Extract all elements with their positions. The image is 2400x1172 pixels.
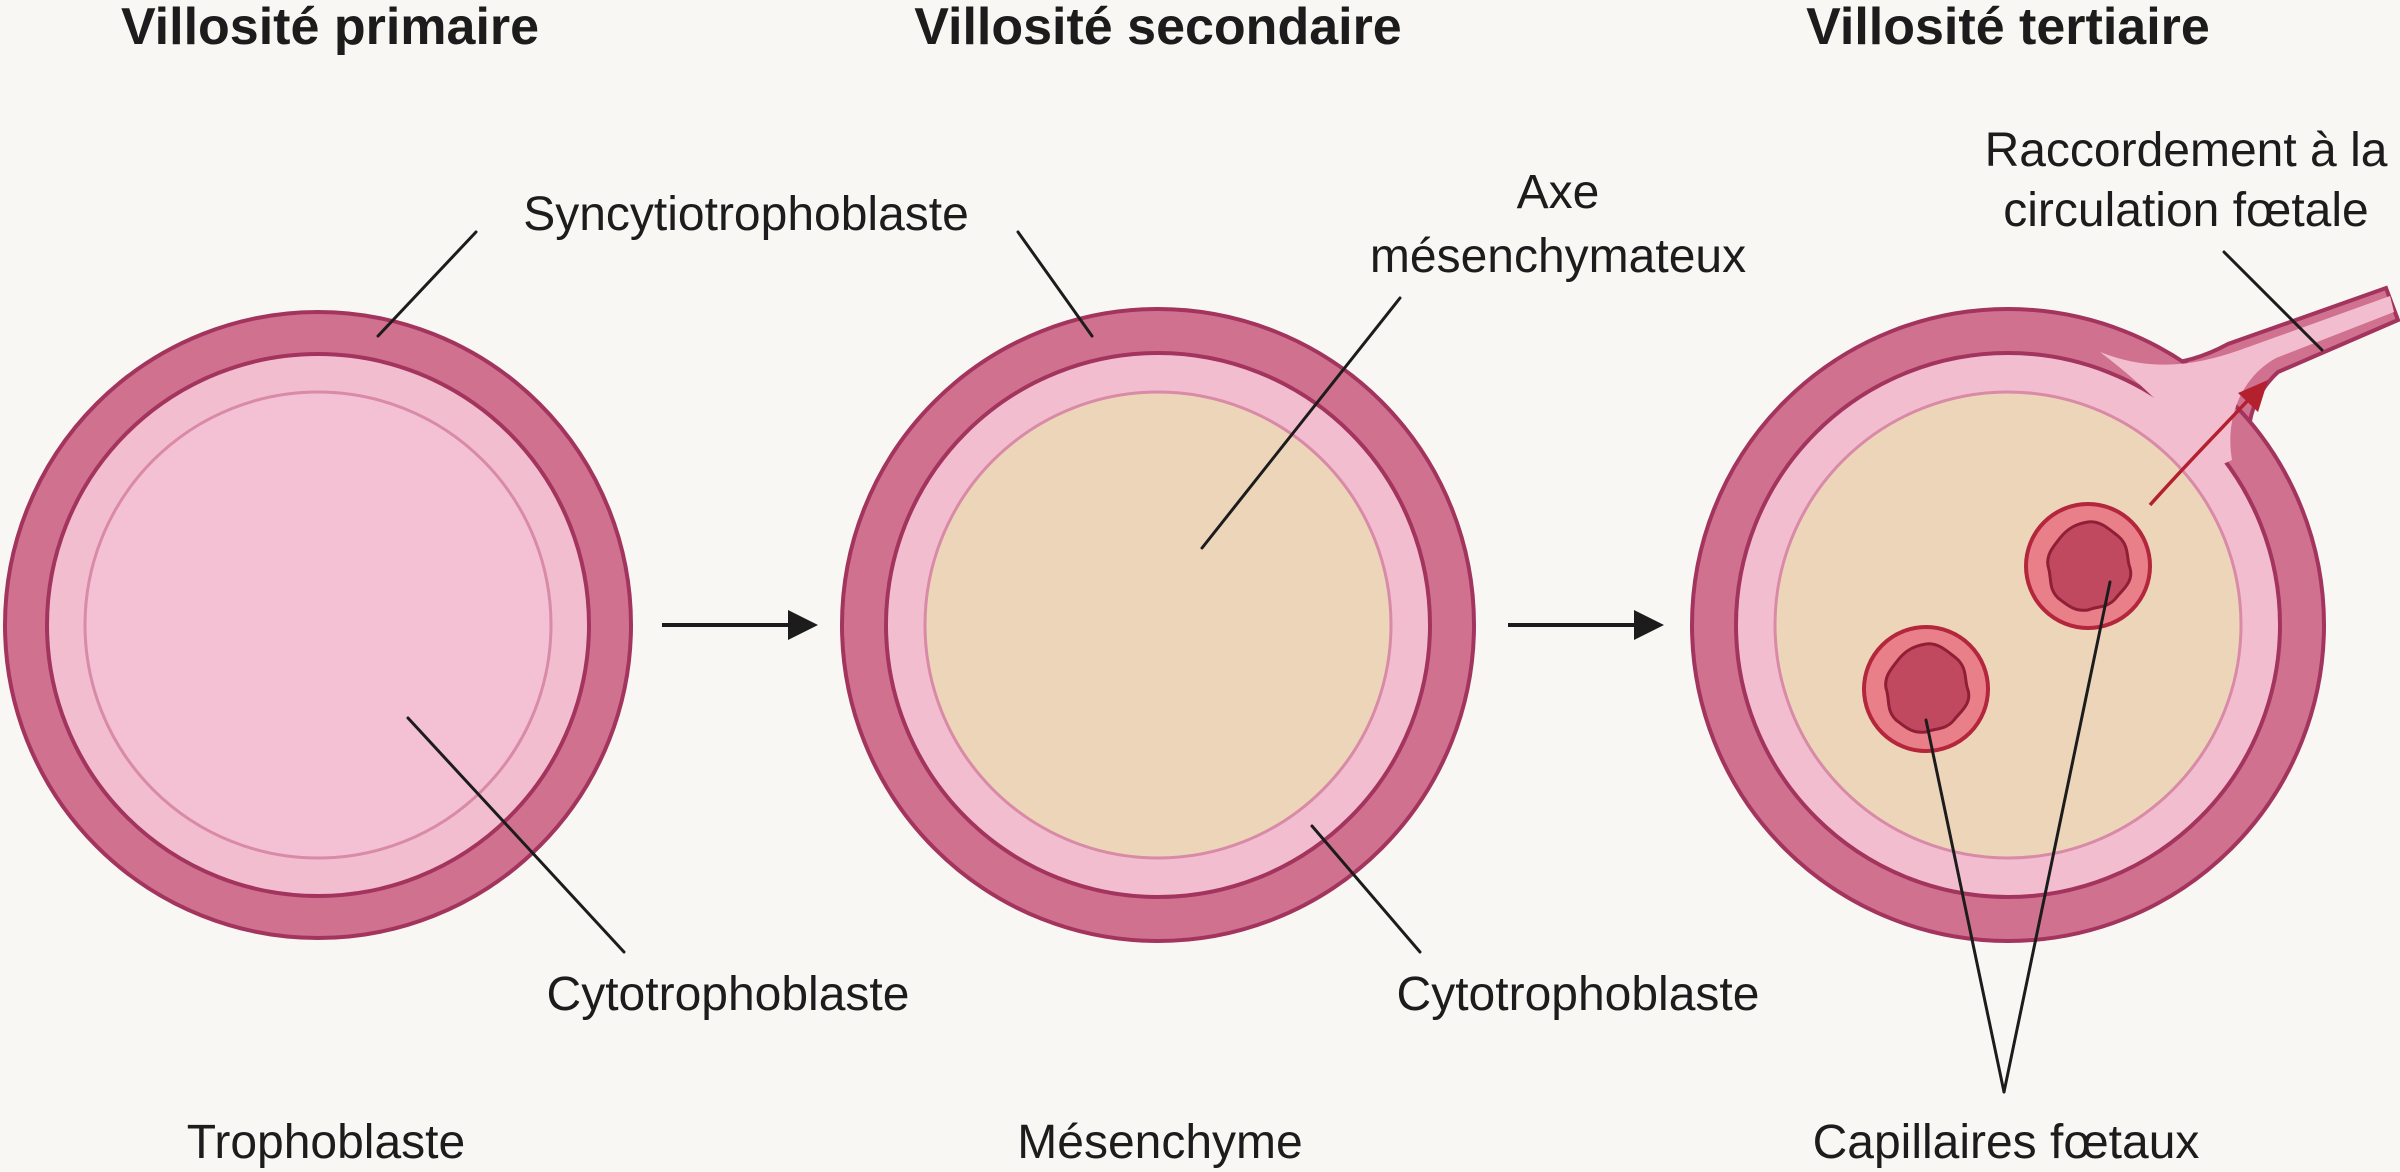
primary-villus	[3, 310, 633, 940]
label-cytotrophoblaste-primary: Cytotrophoblaste	[547, 968, 910, 1021]
tertiary-villus	[1690, 285, 2400, 943]
leader-syncytio-secondary	[1016, 230, 1094, 338]
primary-trophoblaste-core	[83, 390, 553, 860]
label-mesenchyme: Mésenchyme	[1017, 1116, 1302, 1169]
progression-arrow-1	[662, 610, 818, 640]
leader-syncytio-primary	[376, 230, 478, 338]
leader-cytotrophoblaste-secondary	[1310, 824, 1422, 954]
secondary-villus	[840, 307, 1476, 943]
label-axe-line2: mésenchymateux	[1370, 230, 1746, 283]
leader-raccordement	[2222, 250, 2324, 352]
label-trophoblaste: Trophoblaste	[187, 1116, 465, 1169]
tertiary-mesenchyme-core	[1773, 390, 2243, 860]
label-raccordement-line1: Raccordement à la	[1985, 124, 2388, 177]
secondary-mesenchyme-core	[923, 390, 1393, 860]
label-cytotrophoblaste-secondary: Cytotrophoblaste	[1397, 968, 1760, 1021]
label-axe-line1: Axe	[1517, 166, 1600, 219]
fetal-vessel-lumen	[2100, 296, 2394, 470]
fetal-capillary-1	[2024, 502, 2152, 630]
label-syncytiotrophoblaste: Syncytiotrophoblaste	[523, 188, 969, 241]
fetal-flow-arrow	[2148, 380, 2268, 507]
leader-cytotrophoblaste-primary	[406, 716, 626, 954]
leader-capillary-2	[1924, 718, 2006, 1094]
progression-arrow-2	[1508, 610, 1664, 640]
label-raccordement-line2: circulation fœtale	[2003, 184, 2368, 237]
capillary-2-lumen	[1884, 642, 1971, 734]
leader-capillary-1	[2002, 580, 2112, 1094]
label-capillaires-foetaux: Capillaires fœtaux	[1813, 1116, 2200, 1169]
fetal-capillary-2	[1862, 625, 1990, 753]
title-primary-villus: Villosité primaire	[121, 0, 539, 56]
title-tertiary-villus: Villosité tertiaire	[1806, 0, 2210, 56]
leader-axe-mesenchymateux	[1200, 296, 1402, 550]
title-secondary-villus: Villosité secondaire	[914, 0, 1401, 56]
